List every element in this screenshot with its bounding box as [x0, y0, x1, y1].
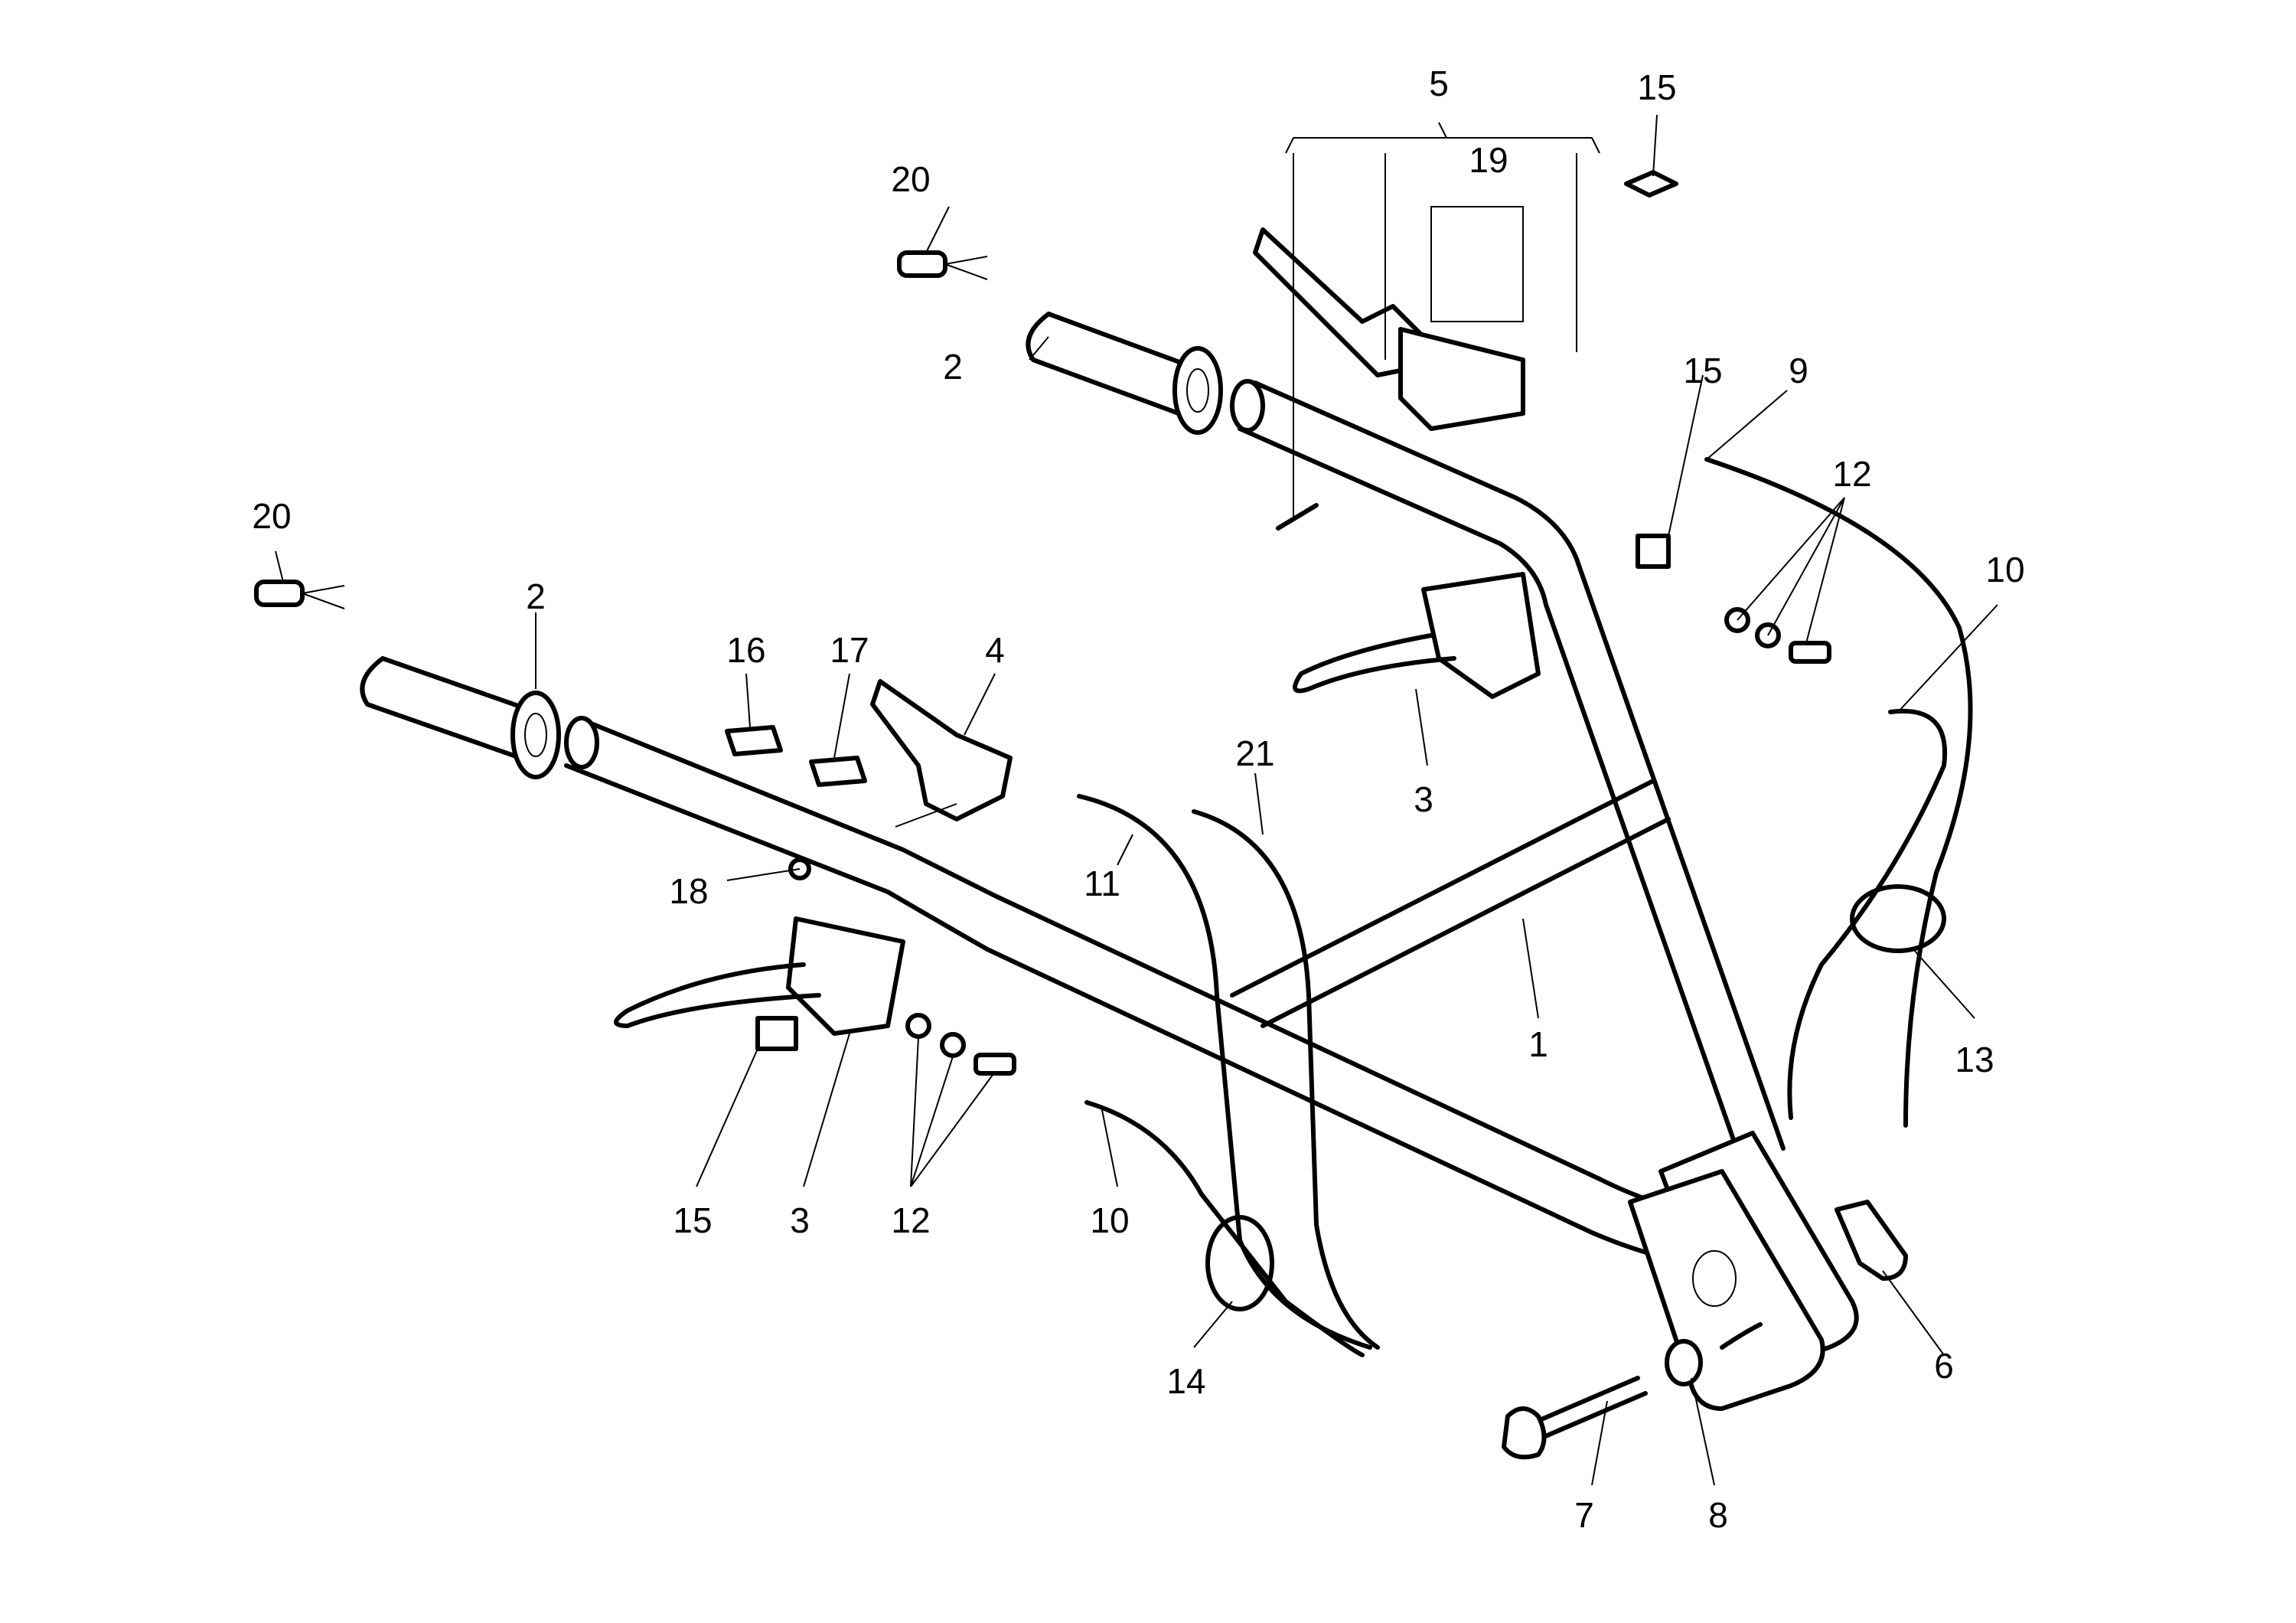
sticker-15-left	[755, 1016, 798, 1051]
callout-11: 11	[1084, 864, 1120, 903]
sticker-15-top	[1624, 170, 1678, 198]
callout-8: 8	[1708, 1495, 1728, 1535]
control-lever-assembly	[1253, 227, 1525, 531]
callout-6: 6	[1934, 1346, 1954, 1386]
callout-3-right: 3	[1414, 779, 1433, 819]
callout-3-left: 3	[790, 1200, 810, 1240]
sticker-15-mid	[1636, 534, 1671, 569]
callout-5: 5	[1429, 64, 1449, 103]
callout-17: 17	[830, 630, 869, 670]
bolt-7	[1502, 1376, 1648, 1460]
callout-10-right: 10	[1985, 550, 2024, 589]
handlebar-frame	[564, 379, 1786, 1265]
clip-6	[1835, 1200, 1908, 1281]
callout-19: 19	[1469, 140, 1508, 180]
callout-16: 16	[726, 630, 765, 670]
callout-18: 18	[669, 871, 708, 911]
washer-8	[1665, 1339, 1703, 1386]
sticker-17	[809, 756, 867, 787]
callout-20-left: 20	[252, 496, 291, 536]
cables	[1077, 457, 1973, 1357]
mount-bracket	[1628, 1131, 1859, 1411]
sticker-16	[725, 725, 783, 756]
callout-10-left: 10	[1090, 1200, 1129, 1240]
grip-left	[360, 656, 561, 779]
callout-12-right: 12	[1832, 454, 1871, 494]
callout-21: 21	[1235, 733, 1274, 773]
callout-15-top: 15	[1637, 67, 1676, 107]
callout-7: 7	[1574, 1495, 1594, 1535]
bar-end-plug-lower	[254, 580, 345, 609]
grip-right	[1026, 312, 1223, 435]
callout-1: 1	[1528, 1024, 1548, 1064]
bar-end-plug-upper	[897, 250, 988, 280]
brake-lever-right	[1293, 572, 1541, 699]
callout-9: 9	[1789, 351, 1808, 390]
callout-14: 14	[1166, 1361, 1205, 1401]
cable-tie-13	[1850, 884, 1946, 953]
clamp-part-4	[870, 679, 1013, 828]
callout-15-mid: 15	[1683, 351, 1722, 390]
brake-lever-left	[614, 916, 905, 1036]
callout-12-left: 12	[891, 1200, 930, 1240]
callout-13: 13	[1955, 1040, 1994, 1079]
callout-2-left: 2	[526, 576, 546, 616]
cable-tie-14	[1205, 1215, 1274, 1311]
callout-4: 4	[985, 630, 1005, 670]
leader-lines	[275, 114, 1998, 1486]
hardware-12-left	[905, 1013, 1016, 1076]
callout-2-top: 2	[943, 347, 963, 387]
callout-15-left: 15	[673, 1200, 712, 1240]
callout-20-top: 20	[891, 159, 930, 199]
